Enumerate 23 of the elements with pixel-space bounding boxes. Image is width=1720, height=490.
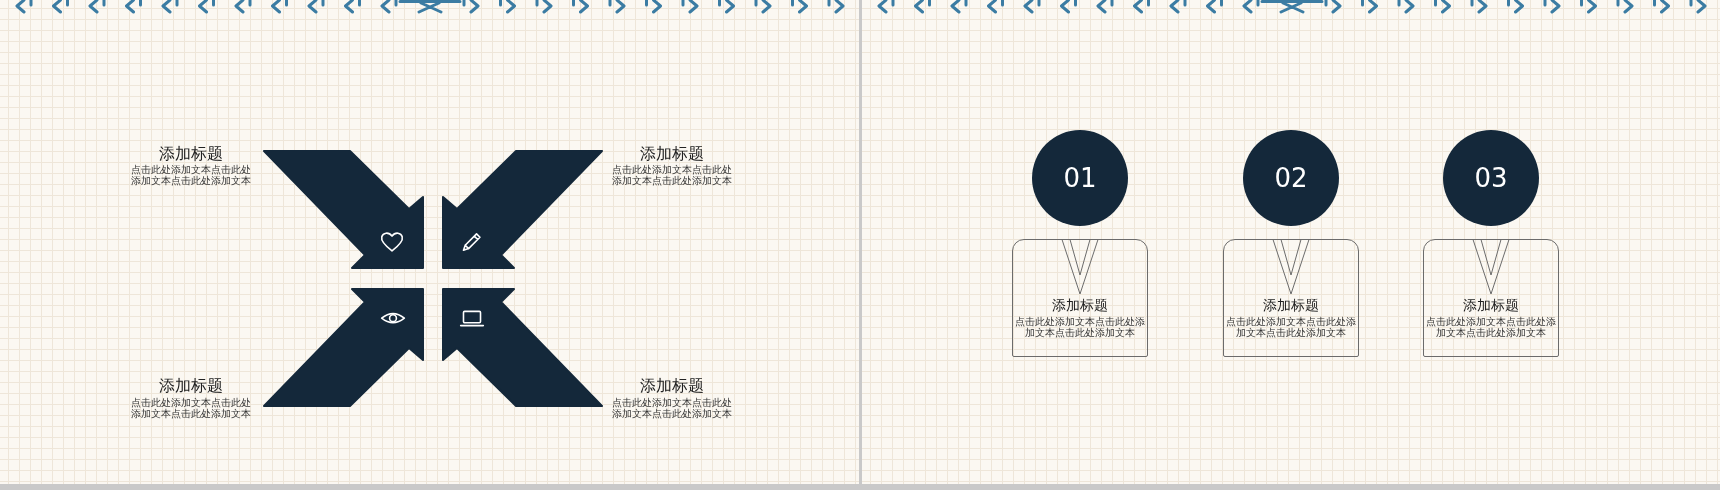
torso-card [1223,239,1359,357]
body-text: 点击此处添加文本点击此处添加文本点击此处添加文本 [611,164,733,186]
card-text: 点击此处添加文本点击此处添加文本点击此处添加文本 [1225,316,1357,338]
step-number: 02 [1274,163,1308,193]
heading-text: 添加标题 [158,145,224,163]
card-title: 添加标题 [1462,297,1520,313]
step-circle [1243,130,1339,226]
card-title: 添加标题 [1051,297,1109,313]
body-text: 点击此处添加文本点击此处添加文本点击此处添加文本 [130,164,252,186]
card-text: 点击此处添加文本点击此处添加文本点击此处添加文本 [1425,316,1557,338]
heading-text: 添加标题 [639,377,705,395]
heading-text: 添加标题 [639,145,705,163]
step-circle [1032,130,1128,226]
body-text: 点击此处添加文本点击此处添加文本点击此处添加文本 [130,397,252,419]
step-number: 01 [1063,163,1097,193]
card-title: 添加标题 [1262,297,1320,313]
body-text: 点击此处添加文本点击此处添加文本点击此处添加文本 [611,397,733,419]
card-text: 点击此处添加文本点击此处添加文本点击此处添加文本 [1014,316,1146,338]
step-circle [1443,130,1539,226]
torso-card [1012,239,1148,357]
torso-card [1423,239,1559,357]
heading-text: 添加标题 [158,377,224,395]
step-number: 03 [1474,163,1508,193]
